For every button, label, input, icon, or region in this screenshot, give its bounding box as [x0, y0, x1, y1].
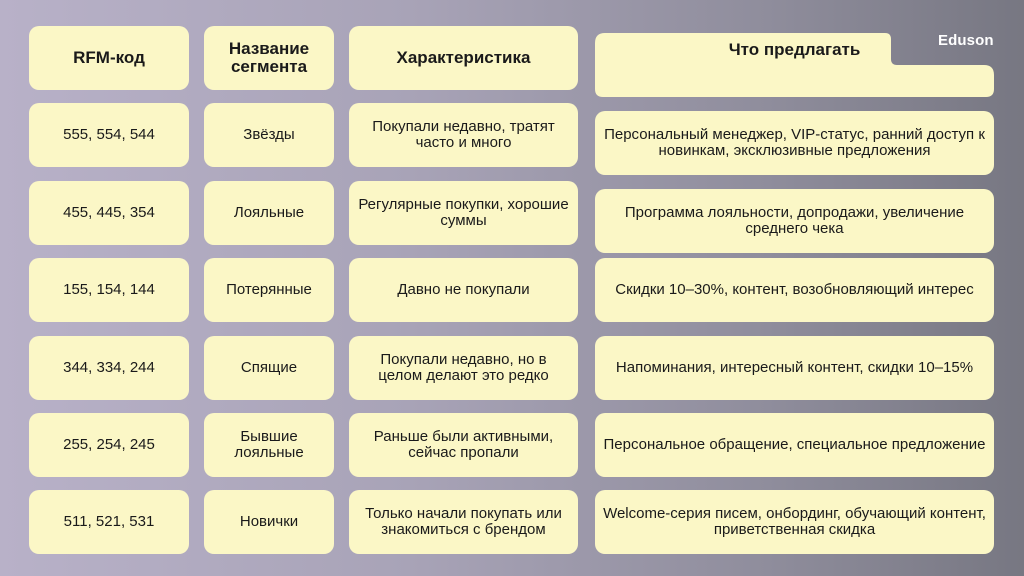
cell-characteristic: Регулярные покупки, хорошие суммы — [358, 196, 569, 229]
header-offer-label: Что предлагать — [728, 40, 861, 59]
cell-segment: Бывшие лояльные — [234, 428, 304, 461]
cell-segment: Звёзды — [243, 126, 295, 143]
cell-characteristic: Покупали недавно, тратят часто и много — [372, 118, 555, 151]
table-row-2-offer: Программа лояльности, допродажи, увеличе… — [595, 189, 994, 253]
cell-characteristic: Давно не покупали — [397, 281, 530, 298]
table-row-6-code: 511, 521, 531 — [29, 490, 189, 554]
header-offer-tab-shape — [595, 33, 994, 97]
cell-code: 555, 554, 544 — [63, 126, 155, 143]
table-row-4-offer: Напоминания, интересный контент, скидки … — [595, 336, 994, 400]
table-row-6-offer: Welcome-серия писем, онбординг, обучающи… — [595, 490, 994, 554]
cell-code: 455, 445, 354 — [63, 204, 155, 221]
cell-code: 155, 154, 144 — [63, 281, 155, 298]
header-rfm-code-label: RFM-код — [73, 48, 145, 67]
cell-segment: Спящие — [240, 359, 298, 376]
cell-code: 511, 521, 531 — [63, 513, 155, 530]
table-row-4-code: 344, 334, 244 — [29, 336, 189, 400]
table-row-1-segment: Звёзды — [204, 103, 334, 167]
table-row-3-offer: Скидки 10–30%, контент, возобновляющий и… — [595, 258, 994, 322]
table-row-1-characteristic: Покупали недавно, тратят часто и много — [349, 103, 578, 167]
cell-offer: Персональный менеджер, VIP-статус, ранни… — [604, 126, 985, 159]
cell-code: 255, 254, 245 — [63, 436, 155, 453]
header-segment-name: Название сегмента — [204, 26, 334, 90]
table-row-5-code: 255, 254, 245 — [29, 413, 189, 477]
table-row-2-code: 455, 445, 354 — [29, 181, 189, 245]
cell-characteristic: Раньше были активными, сейчас пропали — [373, 428, 554, 461]
cell-segment: Новички — [239, 513, 299, 530]
cell-offer: Welcome-серия писем, онбординг, обучающи… — [603, 505, 986, 538]
eduson-logo: Eduson — [938, 32, 994, 49]
cell-segment: Лояльные — [233, 204, 305, 221]
cell-code: 344, 334, 244 — [63, 359, 155, 376]
table-row-6-segment: Новички — [204, 490, 334, 554]
header-characteristic-label: Характеристика — [396, 48, 531, 67]
cell-characteristic: Только начали покупать или знакомиться с… — [365, 505, 562, 538]
header-offer: Что предлагать — [595, 33, 994, 97]
cell-offer: Программа лояльности, допродажи, увеличе… — [624, 204, 965, 237]
header-characteristic: Характеристика — [349, 26, 578, 90]
table-row-4-segment: Спящие — [204, 336, 334, 400]
table-row-3-code: 155, 154, 144 — [29, 258, 189, 322]
table-row-4-characteristic: Покупали недавно, но в целом делают это … — [349, 336, 578, 400]
cell-segment: Потерянные — [226, 281, 312, 298]
cell-offer: Напоминания, интересный контент, скидки … — [615, 359, 974, 376]
table-row-5-characteristic: Раньше были активными, сейчас пропали — [349, 413, 578, 477]
cell-characteristic: Покупали недавно, но в целом делают это … — [378, 351, 549, 384]
table-row-6-characteristic: Только начали покупать или знакомиться с… — [349, 490, 578, 554]
cell-offer: Скидки 10–30%, контент, возобновляющий и… — [615, 281, 974, 298]
table-row-3-characteristic: Давно не покупали — [349, 258, 578, 322]
table-row-2-characteristic: Регулярные покупки, хорошие суммы — [349, 181, 578, 245]
header-rfm-code: RFM-код — [29, 26, 189, 90]
table-row-1-code: 555, 554, 544 — [29, 103, 189, 167]
table-row-2-segment: Лояльные — [204, 181, 334, 245]
table-row-5-offer: Персональное обращение, специальное пред… — [595, 413, 994, 477]
header-segment-name-label: Название сегмента — [228, 39, 310, 76]
cell-offer: Персональное обращение, специальное пред… — [603, 436, 986, 453]
table-row-5-segment: Бывшие лояльные — [204, 413, 334, 477]
table-row-3-segment: Потерянные — [204, 258, 334, 322]
table-row-1-offer: Персональный менеджер, VIP-статус, ранни… — [595, 111, 994, 175]
